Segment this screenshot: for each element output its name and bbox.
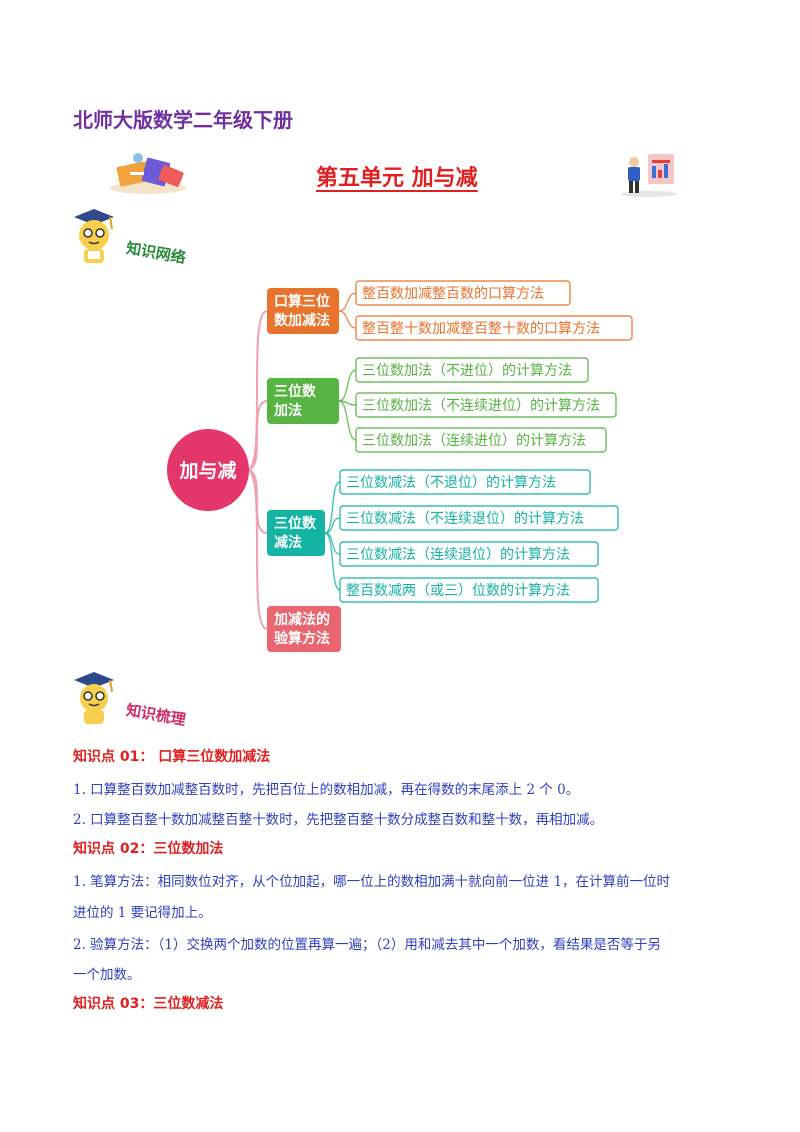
mindmap-center-label: 加与减 — [178, 459, 236, 482]
mindmap-branch-label: 数加减法 — [274, 312, 330, 329]
mindmap-branch-node — [267, 510, 325, 556]
mindmap-leaf-label: 三位数减法（不连续退位）的计算方法 — [346, 510, 584, 527]
mindmap-leaf-label: 三位数减法（不退位）的计算方法 — [346, 475, 556, 491]
mindmap-leaf-label: 三位数减法（连续退位）的计算方法 — [346, 546, 570, 563]
mindmap-leaf-node — [339, 541, 599, 567]
kp2-line-2: 进位的 1 要记得加上。 — [73, 905, 212, 921]
kp-heading-2: 知识点 02：三位数加法 — [73, 841, 224, 857]
mindmap-leaf-node — [339, 469, 591, 495]
study-illustration-icon — [110, 153, 186, 194]
mindmap-branch-node — [267, 378, 339, 424]
kp-heading-3: 知识点 03：三位数减法 — [73, 996, 224, 1012]
mindmap-leaf-node — [355, 392, 617, 418]
mindmap-leaf-node — [355, 427, 607, 453]
mindmap-branch-node — [267, 288, 339, 334]
mindmap-branch-label: 三位数 — [274, 383, 317, 400]
presentation-illustration-icon — [621, 154, 677, 197]
mindmap-center-node — [167, 429, 249, 511]
doctor-cartoon-icon-2 — [74, 672, 114, 724]
mindmap-leaf-label: 整百数加减整百数的口算方法 — [362, 286, 544, 302]
mindmap-branch-label: 三位数 — [274, 515, 317, 532]
mindmap-leaf-label: 整百整十数加减整百整十数的口算方法 — [362, 321, 600, 337]
mindmap-leaf-line — [338, 292, 357, 312]
mindmap-leaf-label: 三位数加法（不进位）的计算方法 — [362, 363, 572, 379]
book-title: 北师大版数学二年级下册 — [73, 108, 293, 132]
mindmap-leaf-node — [355, 357, 589, 383]
mindmap-leaf-node — [339, 577, 599, 603]
kp-heading-1: 知识点 01： 口算三位数加减法 — [73, 749, 271, 765]
mindmap-leaf-label: 三位数加法（不连续进位）的计算方法 — [362, 397, 600, 414]
mindmap-leaf-line — [338, 369, 357, 402]
mindmap-trunk-line — [246, 400, 268, 471]
doctor-cartoon-icon — [74, 209, 114, 263]
mindmap-branch-label: 减法 — [274, 534, 302, 551]
kp1-line-1: 1. 口算整百数加减整百数时，先把百位上的数相加减，再在得数的末尾添上 2 个 … — [73, 782, 580, 798]
kp2-line-4: 一个加数。 — [73, 967, 141, 983]
unit-title: 第五单元 加与减 — [316, 166, 478, 191]
kp2-line-1: 1. 笔算方法：相同数位对齐，从个位加起，哪一位上的数相加满十就向前一位进 1，… — [73, 874, 671, 890]
mindmap-leaf-line — [324, 481, 341, 534]
mindmap-leaf-line — [324, 532, 341, 555]
mindmap-trunk-line — [246, 469, 268, 630]
mindmap-branch-label: 验算方法 — [274, 630, 330, 647]
mindmap-leaf-line — [338, 400, 357, 441]
mindmap-leaf-node — [355, 280, 571, 306]
mindmap-leaf-line — [324, 532, 341, 591]
mindmap-trunk-line — [246, 310, 268, 471]
mindmap-leaf-node — [339, 505, 619, 531]
mindmap-leaf-line — [324, 517, 341, 534]
kp2-line-3: 2. 验算方法：（1）交换两个加数的位置再算一遍；（2）用和减去其中一个加数，看… — [73, 937, 661, 953]
mindmap-branch-label: 加法 — [273, 402, 302, 419]
mindmap-leaf-line — [338, 310, 357, 329]
mindmap: 加与减 口算三位数加减法 整百数加减整百数的口算方法整百整十数加减整百整十数的口算方… — [167, 280, 633, 652]
mindmap-leaf-label: 三位数加法（连续进位）的计算方法 — [362, 432, 586, 449]
mindmap-leaf-node — [355, 315, 633, 341]
section-label-summary: 知识梳理 — [124, 700, 188, 730]
mindmap-leaf-label: 整百数减两（或三）位数的计算方法 — [346, 583, 570, 599]
kp1-line-2: 2. 口算整百整十数加减整百整十数时，先把整百整十数分成整百数和整十数，再相加减… — [73, 812, 604, 828]
mindmap-branch-label: 口算三位 — [274, 293, 330, 310]
mindmap-branch-node — [267, 606, 341, 652]
mindmap-branch-label: 加减法的 — [273, 611, 330, 628]
